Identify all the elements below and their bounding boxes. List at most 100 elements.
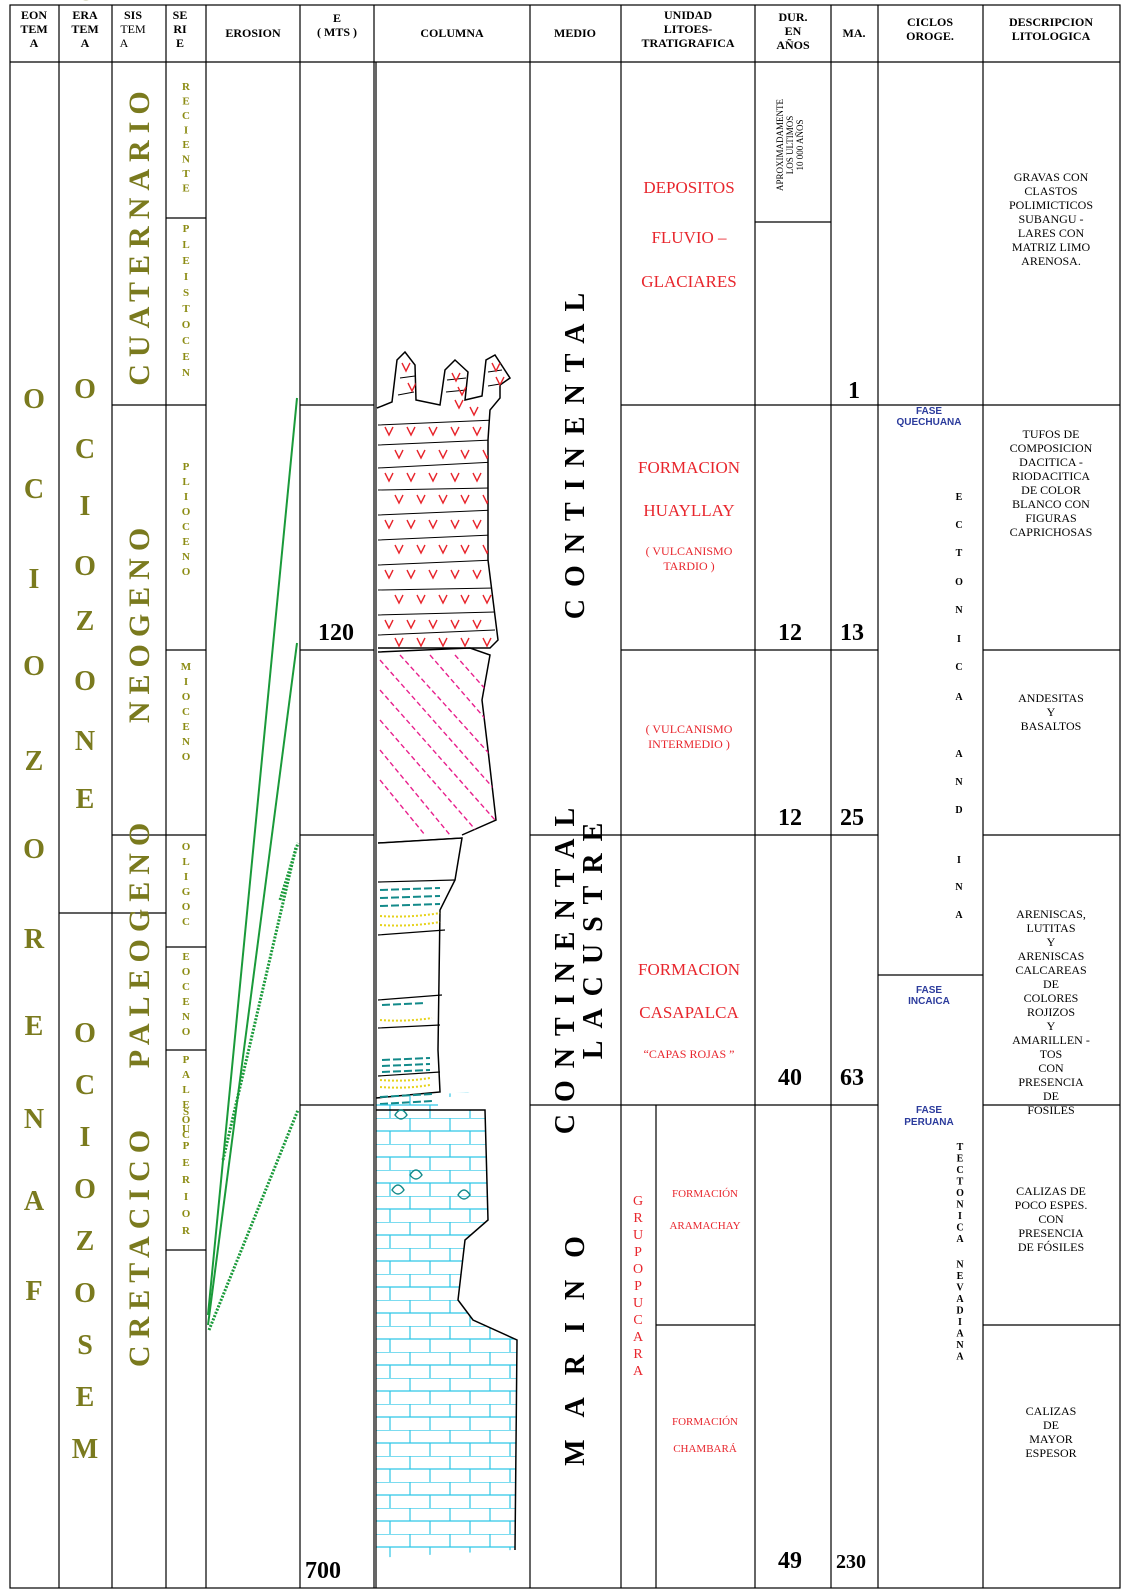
header-sis-1: SIS [124,8,142,22]
unidad-glaciares: GLACIARES [641,272,736,291]
desc-line: RIODACITICA [1012,469,1090,483]
ciclos: FASE QUECHUANA FASE INCAICA FASE PERUANA [897,406,962,1128]
header-dur-3: AÑOS [776,38,810,52]
serie-letter: E [182,351,189,363]
desc-line: ESPESOR [1025,1446,1076,1460]
serie-letter: I [184,491,188,503]
grupo-pucara-letter: A [633,1364,644,1379]
serie-letter: E [182,951,189,963]
desc-line: FIGURAS [1025,511,1076,525]
eon-letter: O [23,651,45,682]
unidad-formacion-chambara-1: FORMACIÓN [672,1416,738,1428]
grupo-pucara-letter: U [633,1228,643,1243]
serie-letter: N [182,367,190,379]
unidades: DEPOSITOS FLUVIO – GLACIARES FORMACION H… [638,178,741,1455]
fase-peruana-2: PERUANA [904,1117,953,1128]
unidad-capas-rojas: “CAPAS ROJAS ” [644,1047,735,1061]
tectonica-letter: A [955,910,963,921]
serie-letter: N [182,1011,190,1023]
serie-letter: C [182,706,190,718]
serie-letter: O [182,566,191,578]
desc-line: LUTITAS [1026,921,1075,935]
lithologic-column [375,62,518,1588]
medio-continental: CONTINENTAL [560,281,591,619]
desc-line: TOS [1040,1047,1062,1061]
medio-marino: MARINO [560,1214,591,1466]
serie-letter: I [184,871,188,883]
tectonica-letter: N [955,605,963,616]
medio: CONTINENTAL CONTINENTAL LACUSTRE MARINO [550,281,609,1466]
tectonica-letter: I [958,1317,962,1328]
tectonica-letter: A [956,1294,964,1305]
tectonica-letter: T [956,548,963,559]
tectonica-letter: O [955,577,963,588]
dur-49: 49 [778,1548,802,1574]
era-letter: E [76,1382,95,1413]
fase-quechuana-1: FASE [916,406,942,417]
header-columna: COLUMNA [420,26,484,40]
serie-letter: S [183,287,189,299]
eon-letter: F [25,1276,42,1307]
tectonica-letter: I [958,1211,962,1222]
unidad-vulc-inter-2: INTERMEDIO ) [648,737,730,751]
era-letter: E [76,784,95,815]
era-letter: O [74,1174,96,1205]
tectonica-letter: A [956,1352,964,1363]
header-sis-2: TEM [120,22,146,36]
era-letter: S [77,1330,93,1361]
desc-line: ARENISCAS, [1016,907,1086,921]
serie-letter: O [182,506,191,518]
header-era-2: TEM [71,22,98,36]
header-serie-1: SE [173,8,188,22]
desc-line: CALIZAS DE [1016,1184,1086,1198]
unidad-vulc-inter-1: ( VULCANISMO [646,722,733,736]
header-sis-3: A [120,36,129,50]
eon-letter: C [24,474,44,505]
serie-letter: O [182,751,191,763]
serie-letter: R [182,1225,191,1237]
era-letter: I [80,1122,91,1153]
era-letter: C [75,1070,95,1101]
eon-letter: Z [25,746,44,777]
header-serie-2: RI [173,22,187,36]
desc-line: ANDESITAS [1018,691,1084,705]
unidad-casapalca: CASAPALCA [639,1003,739,1022]
eon-letter: I [29,564,40,595]
header-era-3: A [81,36,90,50]
era-letter: I [80,491,91,522]
tectonica-letter: O [956,1188,964,1199]
desc-line: POLIMICTICOS [1009,198,1093,212]
dur-12a: 12 [778,620,802,646]
eon-letter: A [24,1186,45,1217]
ma-230: 230 [836,1551,866,1573]
header-medio: MEDIO [554,26,596,40]
sistema-neogeno: NEOGENO [123,521,156,723]
header-era-1: ERA [72,8,98,22]
serie-letter: O [182,691,191,703]
serie-letter: P [183,1140,190,1152]
desc-line: GRAVAS CON [1014,170,1089,184]
unidad-formacion-aramachay-2: ARAMACHAY [669,1220,740,1232]
tectonica-letter: T [957,1177,964,1188]
desc-line: PRESENCIA [1018,1226,1084,1240]
header-serie-3: E [176,36,184,50]
ma-25: 25 [840,805,864,831]
eon-letter: O [23,384,45,415]
era-letter: O [74,1278,96,1309]
desc-line: MATRIZ LIMO [1012,240,1091,254]
desc-line: LARES CON [1018,226,1085,240]
serie-letter: C [182,521,190,533]
serie-letter: C [182,916,190,928]
desc-line: FOSILES [1027,1103,1074,1117]
header-ciclos-2: OROGE. [906,29,954,43]
desc-line: SUBANGU - [1018,212,1083,226]
header-dur-1: DUR. [779,10,808,24]
desc-line: DE COLOR [1021,483,1081,497]
header-unidad-1: UNIDAD [664,8,712,22]
serie-letter: A [182,1069,190,1081]
serie-letter: L [182,476,189,488]
era-letter: O [74,551,96,582]
serie-letter: E [182,96,189,108]
